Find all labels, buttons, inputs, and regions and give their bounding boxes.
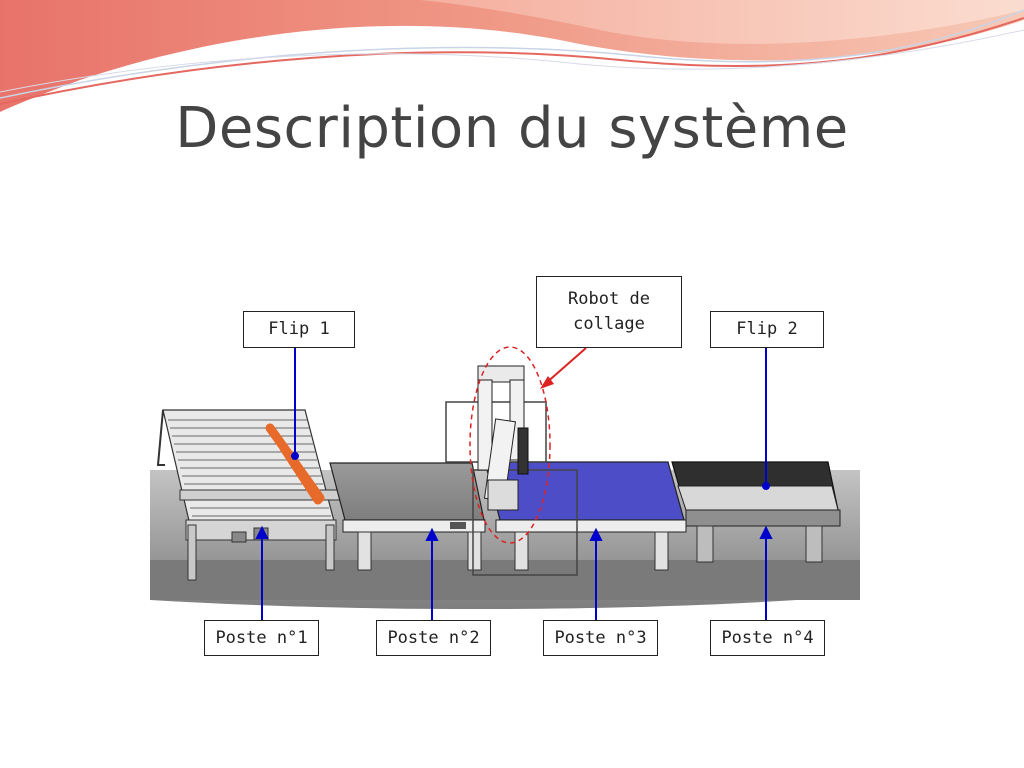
robot-de-collage-label: Robot de collage <box>536 276 682 348</box>
pointer-lines <box>255 348 773 620</box>
station-2-table <box>329 462 486 571</box>
floor-base <box>150 560 860 600</box>
poste-2-label: Poste n°2 <box>376 620 491 656</box>
orange-bars <box>265 423 325 505</box>
poste-4-label: Poste n°4 <box>710 620 825 656</box>
flip-2-label: Flip 2 <box>710 311 824 348</box>
station-4-table <box>671 461 841 563</box>
flip-1-label: Flip 1 <box>243 311 355 348</box>
robot-pointer-arrow <box>540 347 587 389</box>
slide-title: Description du système <box>175 96 849 161</box>
gluing-robot <box>445 365 547 511</box>
station-1-roller-table <box>156 409 341 581</box>
poste-1-label: Poste n°1 <box>204 620 319 656</box>
station-3-table <box>472 461 687 576</box>
robot-highlight <box>469 346 551 544</box>
poste-3-label: Poste n°3 <box>543 620 658 656</box>
header-swoosh <box>0 0 1024 112</box>
